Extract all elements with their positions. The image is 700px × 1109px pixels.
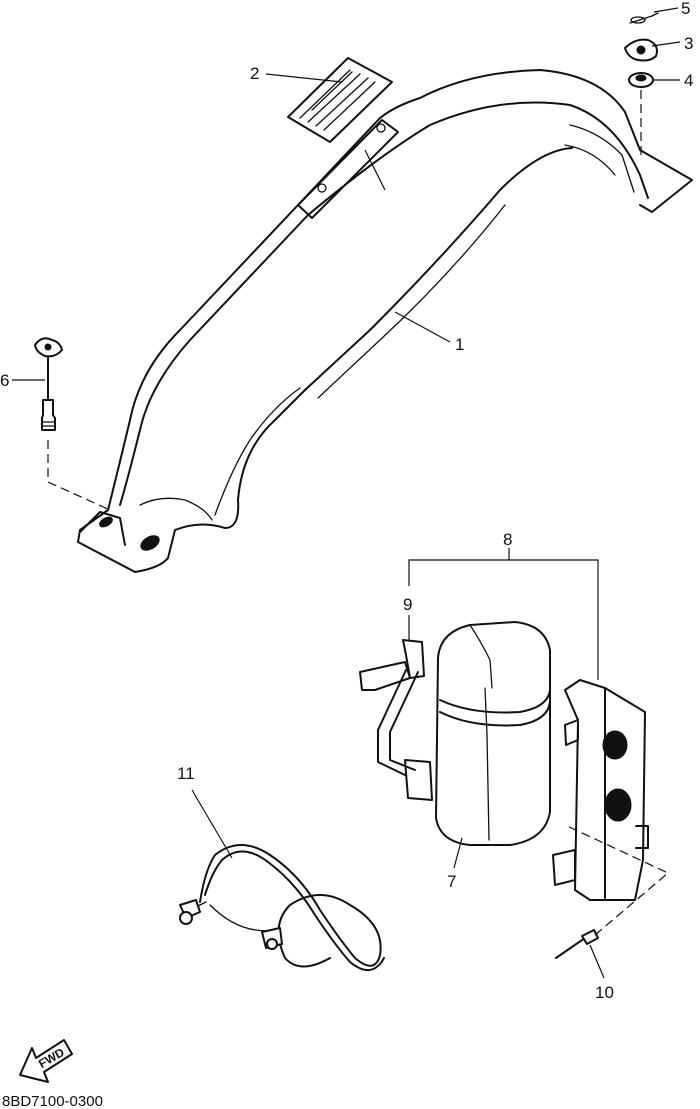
callout-2: 2: [250, 64, 259, 83]
callout-5: 5: [681, 0, 690, 18]
callout-6: 6: [0, 371, 9, 390]
wing-bolt: [34, 337, 111, 511]
fwd-arrow-icon: FWD: [19, 1039, 73, 1083]
callout-10: 10: [595, 983, 614, 1002]
callout-1: 1: [455, 335, 464, 354]
wire-harness: [179, 789, 385, 971]
callout-3: 3: [684, 34, 693, 53]
decal-label: [287, 57, 393, 191]
fastener-cluster-top: [624, 12, 659, 155]
callout-11: 11: [177, 764, 195, 783]
retaining-strap: [359, 639, 433, 801]
mounting-bracket: [552, 679, 649, 901]
leader-lines: [12, 7, 681, 979]
reservoir-tank: [435, 621, 551, 846]
callout-4: 4: [684, 71, 693, 90]
callout-9: 9: [403, 595, 412, 614]
callout-7: 7: [447, 872, 456, 891]
rear-fender: [77, 69, 693, 573]
drawing-code: 8BD7100-0300: [2, 1093, 103, 1109]
callout-8: 8: [503, 530, 512, 549]
rivet: [555, 824, 670, 959]
group-leaders: [408, 548, 599, 680]
